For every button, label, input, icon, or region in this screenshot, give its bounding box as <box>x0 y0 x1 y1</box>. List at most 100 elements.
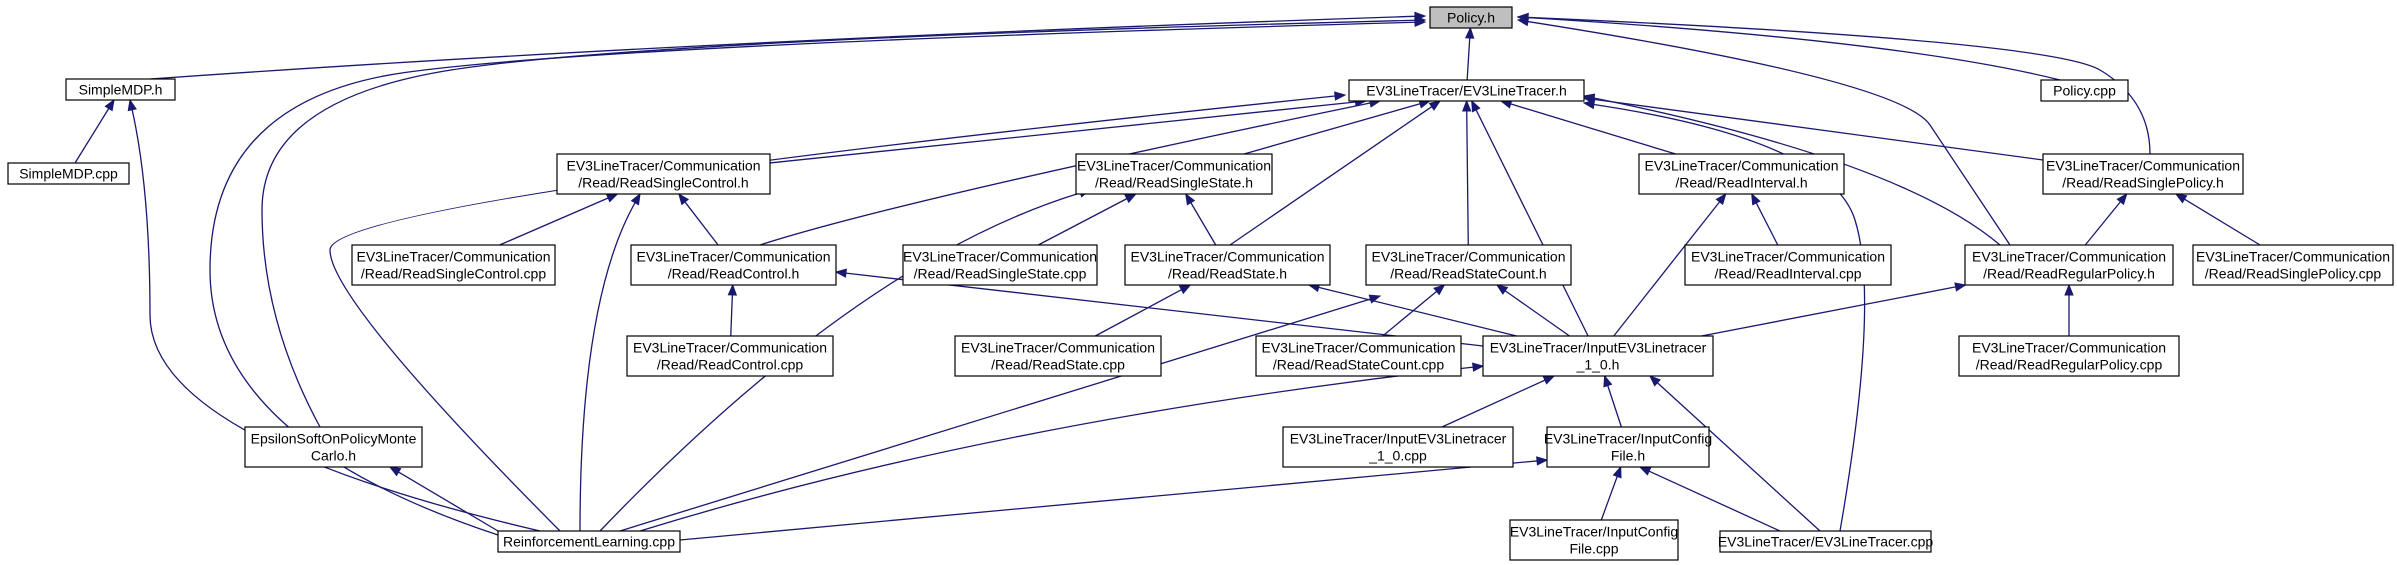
arrowhead-icon <box>1428 100 1442 111</box>
arrowhead-icon <box>1462 99 1472 112</box>
node-rs-cpp[interactable]: EV3LineTracer/Communication/Read/ReadSta… <box>954 335 1162 377</box>
edge-rl-cpp-to-policy-h <box>209 17 1427 536</box>
edge-cfg-h-to-input-h <box>1603 374 1623 428</box>
node-ev3-cpp[interactable]: EV3LineTracer/EV3LineTracer.cpp <box>1718 530 1934 553</box>
node-label-line: EV3LineTracer/InputEV3Linetracer <box>1290 431 1507 447</box>
node-rsp-cpp[interactable]: EV3LineTracer/Communication/Read/ReadSin… <box>2192 244 2394 286</box>
edge-line <box>1613 201 1721 337</box>
edge-rl-cpp-to-rsc-h <box>579 192 641 532</box>
node-label-line: /Read/ReadState.cpp <box>991 357 1125 373</box>
node-input-h[interactable]: EV3LineTracer/InputEV3Linetracer_1_0.h <box>1482 335 1714 377</box>
node-label-line: /Read/ReadSingleState.cpp <box>914 266 1087 282</box>
arrowhead-icon <box>1472 362 1485 372</box>
node-rsc-cpp[interactable]: EV3LineTracer/Communication/Read/ReadSin… <box>351 244 556 286</box>
node-label-line: EV3LineTracer/EV3LineTracer.cpp <box>1718 534 1934 550</box>
node-label-line: /Read/ReadInterval.cpp <box>1714 266 1861 282</box>
edge-line <box>1466 110 1469 246</box>
node-ev3-h[interactable]: EV3LineTracer/EV3LineTracer.h <box>1348 79 1585 102</box>
edge-line <box>619 298 1371 532</box>
node-label-line: EV3LineTracer/Communication <box>1130 249 1324 265</box>
node-box <box>1365 244 1572 286</box>
arrowhead-icon <box>1368 294 1382 304</box>
node-rsp-h[interactable]: EV3LineTracer/Communication/Read/ReadSin… <box>2042 153 2244 195</box>
arrowhead-icon <box>1649 375 1661 387</box>
node-box <box>902 244 1098 286</box>
nodes-layer: Policy.hSimpleMDP.hSimpleMDP.cppEV3LineT… <box>7 6 2394 561</box>
node-label-line: EV3LineTracer/Communication <box>2046 158 2240 174</box>
node-box <box>497 530 681 553</box>
node-label-line: EV3LineTracer/InputEV3Linetracer <box>1490 340 1707 356</box>
arrowhead-icon <box>1433 284 1446 296</box>
arrowhead-icon <box>1582 99 1596 110</box>
edge-rc-cpp-to-rc-h <box>727 283 738 337</box>
edge-rc-h-to-ev3-h <box>759 98 1382 246</box>
node-rsc-h[interactable]: EV3LineTracer/Communication/Read/ReadSin… <box>556 153 771 195</box>
edge-line <box>1037 198 1128 246</box>
node-label-line: ReinforcementLearning.cpp <box>503 534 675 550</box>
node-label-line: /Read/ReadSingleState.h <box>1095 175 1253 191</box>
node-label-line: /Read/ReadStateCount.h <box>1390 266 1546 282</box>
arrowhead-icon <box>834 268 847 278</box>
node-box <box>1958 335 2180 377</box>
arrowhead-icon <box>2064 283 2074 296</box>
arrowhead-icon <box>727 283 738 296</box>
node-label-line: /Read/ReadRegularPolicy.cpp <box>1976 357 2163 373</box>
edge-line <box>1243 103 1421 155</box>
node-rss-h[interactable]: EV3LineTracer/Communication/Read/ReadSin… <box>1075 153 1273 195</box>
node-rrp-cpp[interactable]: EV3LineTracer/Communication/Read/ReadReg… <box>1958 335 2180 377</box>
edge-line <box>261 19 1416 428</box>
edge-line <box>209 21 1416 536</box>
node-box <box>1638 153 1845 195</box>
edge-input-h-to-rs-h <box>1307 282 1517 337</box>
edge-ri-cpp-to-ri-h <box>1751 192 1779 246</box>
node-ri-h[interactable]: EV3LineTracer/Communication/Read/ReadInt… <box>1638 153 1845 195</box>
edge-rsp-h-to-ev3-h <box>1582 94 2044 161</box>
edge-rs-cpp-to-rs-h <box>1094 284 1192 337</box>
node-box <box>1482 335 1714 377</box>
edge-line <box>1600 476 1618 521</box>
node-input-cpp[interactable]: EV3LineTracer/InputEV3Linetracer_1_0.cpp <box>1282 426 1514 468</box>
edge-rsc-cpp-to-rsc-h <box>499 193 619 246</box>
arrowhead-icon <box>1185 192 1196 206</box>
arrowhead-icon <box>678 192 690 206</box>
node-simplemdp-cpp[interactable]: SimpleMDP.cpp <box>7 162 130 185</box>
edge-line <box>1190 202 1217 246</box>
node-box <box>556 153 771 195</box>
node-policy-h[interactable]: Policy.h <box>1429 6 1513 29</box>
node-policy-cpp[interactable]: Policy.cpp <box>2040 79 2129 102</box>
edge-rl-cpp-to-rsco-h <box>619 294 1382 532</box>
node-label-line: EV3LineTracer/Communication <box>1261 340 1455 356</box>
node-rc-h[interactable]: EV3LineTracer/Communication/Read/ReadCon… <box>630 244 837 286</box>
edge-rsco-cpp-to-rsco-h <box>1382 284 1446 337</box>
node-rsco-h[interactable]: EV3LineTracer/Communication/Read/ReadSta… <box>1365 244 1572 286</box>
edge-rsp-cpp-to-rsp-h <box>2174 193 2261 246</box>
node-label-line: EV3LineTracer/Communication <box>2196 249 2390 265</box>
node-rss-cpp[interactable]: EV3LineTracer/Communication/Read/ReadSin… <box>902 244 1098 286</box>
node-label-line: EpsilonSoftOnPolicyMonte <box>251 431 417 447</box>
node-ri-cpp[interactable]: EV3LineTracer/Communication/Read/ReadInt… <box>1684 244 1892 286</box>
node-rsco-cpp[interactable]: EV3LineTracer/Communication/Read/ReadSta… <box>1255 335 1462 377</box>
edge-line <box>499 197 609 246</box>
node-box <box>1964 244 2174 286</box>
node-rl-cpp[interactable]: ReinforcementLearning.cpp <box>497 530 681 553</box>
edge-rsco-h-to-ev3-h <box>1462 99 1472 246</box>
node-box <box>1684 244 1892 286</box>
node-simplemdp-h[interactable]: SimpleMDP.h <box>65 78 176 101</box>
node-box <box>1348 79 1585 102</box>
node-box <box>630 244 837 286</box>
node-rc-cpp[interactable]: EV3LineTracer/Communication/Read/ReadCon… <box>626 335 834 377</box>
edge-line <box>2184 198 2261 246</box>
node-label-line: EV3LineTracer/Communication <box>1691 249 1885 265</box>
edge-rs-h-to-ev3-h <box>1229 100 1442 246</box>
edge-line <box>131 109 541 532</box>
edge-line <box>1510 103 1676 155</box>
node-rs-h[interactable]: EV3LineTracer/Communication/Read/ReadSta… <box>1124 244 1331 286</box>
edge-line <box>1382 290 1438 337</box>
node-label-line: EV3LineTracer/Communication <box>636 249 830 265</box>
edge-line <box>1593 98 2044 161</box>
node-rrp-h[interactable]: EV3LineTracer/Communication/Read/ReadReg… <box>1964 244 2174 286</box>
edge-line <box>1648 470 1781 532</box>
